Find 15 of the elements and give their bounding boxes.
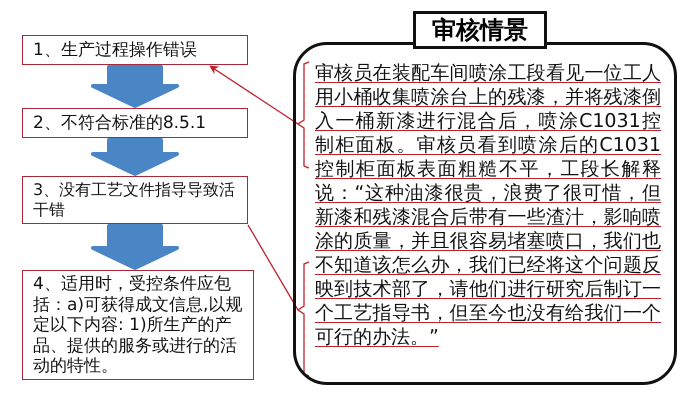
process-box: [22, 176, 248, 224]
scenario-paragraph: 审核员在装配车间喷涂工段看见一位工人用小桶收集喷涂台上的残漆，并将残漆倒入一桶新漆进行混合后，喷涂C1031控制柜面板。审核员看到喷涂后的C1031控制柜面板表面粗糙不平，工段长解释说：“这种油漆很贵，浪费了很可惜，但新漆和残漆混合后带有一些渣汁，影响喷涂的质量，并且很容易堵塞喷口，我们也不知道该怎么办，我们已经将这个问题反映到技术部了，请他们进行研究后制订一个工艺指导书，但至今也没有给我们一个可行的办法。”: [315, 61, 661, 349]
block-arrow: [91, 138, 179, 176]
panel-heading: 审核情景: [413, 11, 547, 49]
process-box: [22, 270, 254, 380]
step-text: 4、适用时，受控条件应包括：a)可获得成文信息,以规定以下内容: 1)所生产的产品、提供的服务或进行的活动的特性。: [33, 274, 243, 376]
step-text: 1、生产过程操作错误: [33, 39, 198, 61]
block-arrow: [91, 224, 179, 270]
connector-line: [209, 65, 298, 125]
block-arrow: [91, 65, 179, 108]
step-text: 3、没有工艺文件指导导致活干错: [33, 180, 236, 220]
connector-line: [247, 224, 299, 310]
process-box: [22, 108, 248, 138]
process-box: [22, 35, 248, 65]
step-text: 2、不符合标准的8.5.1: [33, 112, 208, 134]
